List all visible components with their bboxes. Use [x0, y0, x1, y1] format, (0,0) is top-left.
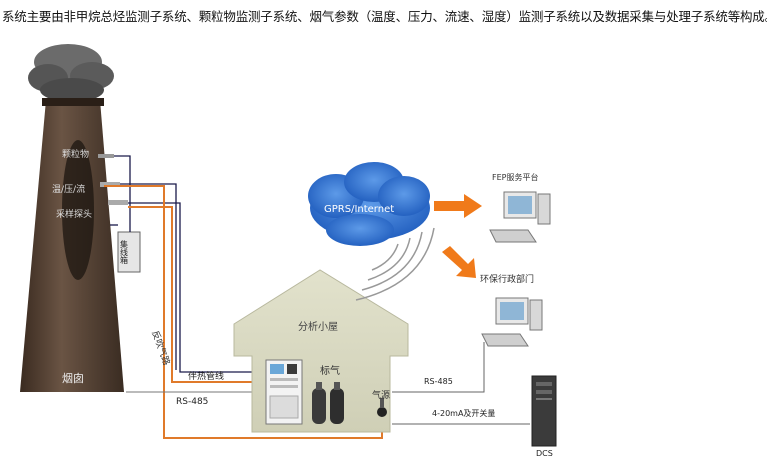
junction-box-label: 集线箱 — [120, 239, 129, 265]
rs485-right-label: RS-485 — [424, 377, 453, 386]
description-caption: 系统主要由非甲烷总烃监测子系统、颗粒物监测子系统、烟气参数（温度、压力、流速、湿… — [2, 9, 767, 24]
junction-box — [117, 231, 141, 273]
fep-server-label: FEP服务平台 — [492, 172, 538, 182]
chimney — [20, 98, 124, 392]
smoke-plume — [28, 44, 114, 102]
sampling-probe-label: 采样探头 — [56, 208, 92, 220]
dcs-label: DCS — [536, 449, 553, 458]
flow-probe — [100, 182, 120, 187]
analysis-house-label: 分析小屋 — [298, 320, 338, 333]
particulate-label: 颗粒物 — [62, 148, 89, 160]
cloud-label: GPRS/Internet — [324, 204, 394, 215]
temp-pressure-flow-label: 温/压/流 — [52, 183, 85, 195]
fep-server-computer — [489, 191, 551, 243]
particulate-probe — [98, 154, 114, 158]
rs485-right-line — [392, 342, 485, 393]
gprs-internet-cloud — [308, 162, 430, 246]
dcs-server — [531, 375, 557, 447]
standard-gas-cylinders — [312, 382, 344, 424]
sampling-probe — [108, 200, 128, 205]
gas-source-label: 气源 — [372, 389, 390, 401]
blowback-gas-label: 反吹气路 — [149, 329, 173, 367]
env-department-label: 环保行政部门 — [480, 273, 534, 285]
chimney-label: 烟囱 — [62, 371, 84, 385]
wireless-signal-icon — [355, 227, 435, 301]
heated-line-label: 伴热管线 — [188, 370, 224, 382]
env-department-computer — [481, 297, 543, 347]
rs485-left-label: RS-485 — [176, 397, 208, 407]
gas-source-valve — [377, 398, 387, 417]
arrow-to-fep — [434, 194, 482, 218]
arrow-to-env-dept — [442, 246, 476, 278]
standard-gas-label: 标气 — [320, 364, 340, 377]
analyzer-cabinet — [265, 359, 303, 425]
analog-output-label: 4-20mA及开关量 — [432, 408, 495, 418]
